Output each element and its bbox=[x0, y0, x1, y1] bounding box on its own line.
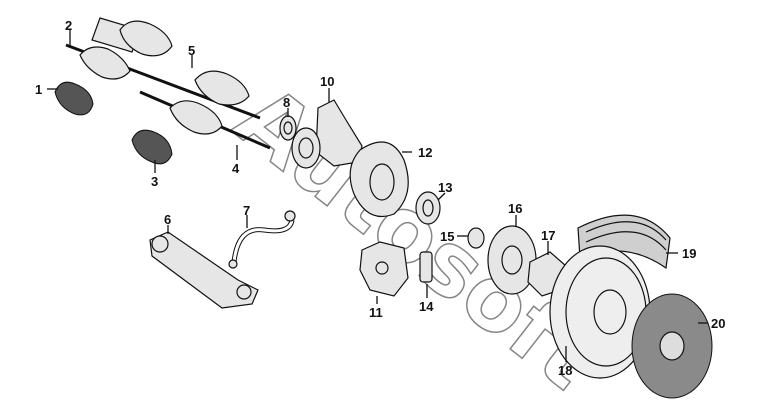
callout-12: 12 bbox=[418, 145, 432, 160]
leader-lines bbox=[47, 30, 708, 362]
callout-18: 18 bbox=[558, 363, 572, 378]
hub-13 bbox=[415, 191, 441, 225]
hub-cap bbox=[631, 293, 713, 399]
callout-13: 13 bbox=[438, 180, 452, 195]
boot-1 bbox=[54, 81, 94, 116]
watermark: Autosoft bbox=[216, 65, 617, 410]
callout-11: 11 bbox=[369, 305, 383, 320]
callout-1: 1 bbox=[35, 82, 42, 97]
callout-7: 7 bbox=[243, 203, 250, 218]
callout-15: 15 bbox=[440, 229, 454, 244]
callout-20: 20 bbox=[711, 316, 725, 331]
drive-shaft-upper bbox=[65, 17, 261, 120]
callout-19: 19 bbox=[682, 246, 696, 261]
watermark-text: Autosoft bbox=[217, 65, 616, 409]
brake-hose bbox=[228, 210, 296, 269]
callout-2: 2 bbox=[65, 18, 72, 33]
callout-numbers: 1 2 3 4 5 6 7 8 10 11 12 13 14 15 16 17 … bbox=[35, 18, 725, 378]
brake-disc bbox=[487, 225, 537, 295]
callout-16: 16 bbox=[508, 201, 522, 216]
callout-4: 4 bbox=[232, 161, 240, 176]
callout-5: 5 bbox=[188, 43, 195, 58]
tire bbox=[577, 214, 671, 270]
callout-3: 3 bbox=[151, 174, 158, 189]
lower-arm bbox=[149, 231, 259, 309]
drive-shaft-lower bbox=[139, 90, 271, 150]
dust-shield bbox=[349, 141, 409, 218]
guide-pin bbox=[419, 251, 433, 283]
seal bbox=[467, 227, 485, 249]
boot-3 bbox=[131, 129, 173, 165]
bearing bbox=[279, 115, 297, 141]
callout-10: 10 bbox=[320, 74, 334, 89]
brake-caliper bbox=[359, 241, 409, 297]
callout-17: 17 bbox=[541, 228, 555, 243]
callout-8: 8 bbox=[283, 95, 290, 110]
callout-6: 6 bbox=[164, 212, 171, 227]
callout-14: 14 bbox=[419, 299, 434, 314]
